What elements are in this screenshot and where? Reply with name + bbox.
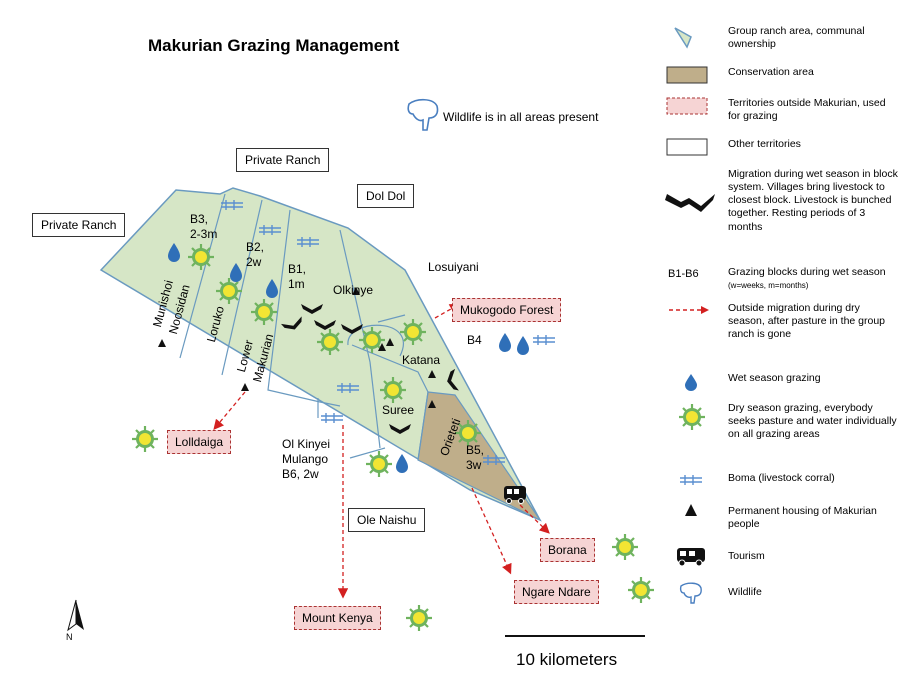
- area-mulango: Mulango: [282, 452, 329, 466]
- area-suree: Suree: [382, 403, 415, 417]
- area-losuiyani: Losuiyani: [428, 260, 479, 274]
- outside-ngare-ndare: Ngare Ndare: [514, 580, 599, 604]
- block-b2-duration: 2w: [246, 255, 262, 269]
- block-b5-duration: 3w: [466, 458, 482, 472]
- housing-icon: [685, 504, 697, 516]
- outside-territory-icon: [666, 97, 708, 115]
- blocks-code: B1-B6: [668, 268, 699, 280]
- elephant-icon: [407, 98, 439, 131]
- internal-boundaries: [179, 193, 429, 461]
- block-b4: B4: [467, 333, 482, 347]
- tourism-marker: [504, 486, 526, 504]
- area-olkinye: Olkinye: [333, 283, 374, 297]
- map-title: Makurian Grazing Management: [148, 36, 400, 55]
- territory-dol-dol: Dol Dol: [357, 184, 415, 208]
- other-territory-icon: [666, 138, 708, 156]
- block-b3-duration: 2-3m: [190, 227, 218, 241]
- block-b1-duration: 1m: [288, 277, 305, 291]
- outside-mount-kenya: Mount Kenya: [294, 606, 381, 630]
- conservation-area-icon: [666, 66, 708, 84]
- scale-label: 10 kilometers: [516, 650, 618, 669]
- group-ranch-area-icon: [674, 27, 692, 49]
- wildlife-icon: [679, 582, 702, 604]
- block-b6: B6, 2w: [282, 467, 319, 481]
- wet-grazing-icon: [685, 374, 697, 391]
- north-arrow: [67, 599, 84, 632]
- block-b5: B5,: [466, 443, 485, 457]
- block-b1: B1,: [288, 262, 307, 276]
- territory-private-ranch-top: Private Ranch: [236, 148, 330, 172]
- area-ol-kinyei: Ol Kinyei: [282, 437, 331, 451]
- north-label: N: [66, 632, 73, 642]
- outside-migration-icon: [669, 306, 709, 314]
- territory-ole-naishu: Ole Naishu: [348, 508, 426, 532]
- wildlife-note: Wildlife is in all areas present: [443, 110, 599, 124]
- outside-borana: Borana: [540, 538, 595, 562]
- wet-migration-icon: [665, 194, 715, 212]
- outside-mukogodo: Mukogodo Forest: [452, 298, 562, 322]
- legend: Group ranch area, communal ownership Con…: [665, 0, 900, 675]
- block-b3: B3,: [190, 212, 209, 226]
- area-katana: Katana: [402, 353, 441, 367]
- boma-icon: [679, 474, 703, 486]
- territory-private-ranch-left: Private Ranch: [32, 213, 126, 237]
- tourism-icon: [677, 548, 705, 567]
- block-b2: B2,: [246, 240, 265, 254]
- outside-lolldaiga: Lolldaiga: [167, 430, 232, 454]
- dry-grazing-icon: [677, 402, 707, 432]
